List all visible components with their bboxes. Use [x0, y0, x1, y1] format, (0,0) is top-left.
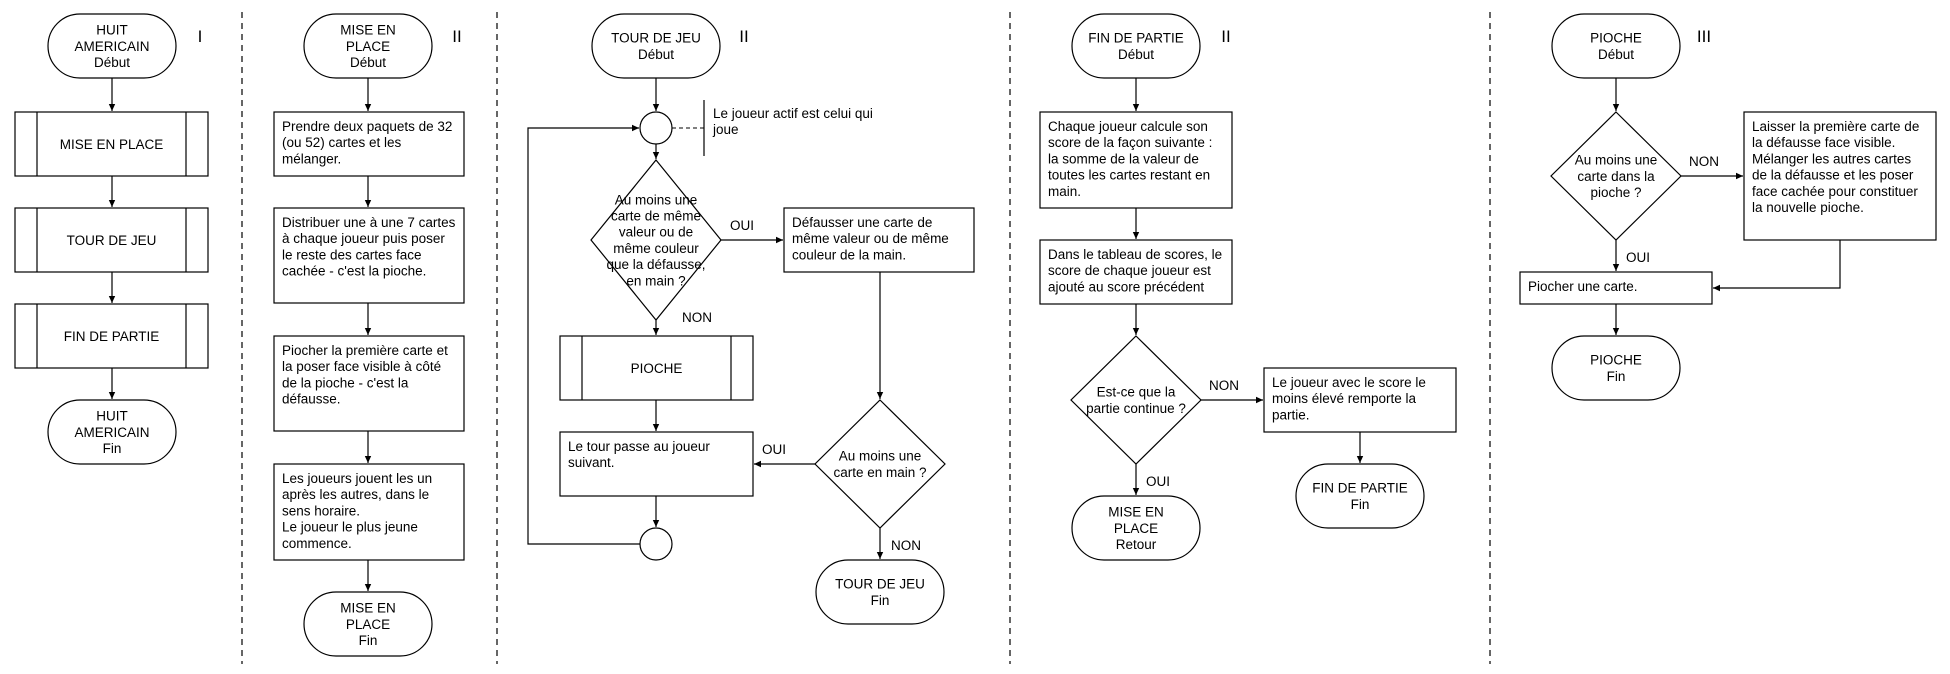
section-numeral: I	[198, 27, 203, 46]
loop-back-arrow	[527, 124, 640, 545]
section-numeral: II	[739, 27, 748, 46]
no-label: NON	[1689, 154, 1719, 169]
no-label: NON	[682, 310, 712, 325]
step-box	[559, 431, 754, 497]
start-terminal	[1071, 13, 1201, 79]
start-terminal	[1551, 13, 1681, 79]
section-numeral: II	[1221, 27, 1230, 46]
section-numeral: III	[1697, 27, 1711, 46]
end-terminal	[815, 559, 945, 625]
decision-continue	[1070, 335, 1202, 465]
process-mise-en-place-label: MISE EN PLACE	[60, 137, 164, 152]
no-label: NON	[891, 538, 921, 553]
process-pioche-label: PIOCHE	[631, 361, 683, 376]
step-box	[1743, 111, 1937, 241]
process-fin-de-partie-label: FIN DE PARTIE	[64, 329, 160, 344]
step-box	[273, 335, 465, 432]
decision-cards-in-hand	[814, 399, 946, 529]
process-fin-de-partie	[14, 303, 209, 369]
step-box	[1039, 239, 1233, 305]
step-box	[273, 111, 465, 177]
step-box	[273, 463, 465, 561]
start-terminal	[303, 13, 433, 79]
process-tour-de-jeu	[14, 207, 209, 273]
step-box	[1039, 111, 1233, 209]
return-terminal	[1071, 495, 1201, 561]
decision-cards-in-pile	[1550, 111, 1682, 241]
end-terminal	[47, 399, 177, 465]
yes-label: OUI	[762, 442, 786, 457]
yes-label: OUI	[730, 218, 754, 233]
step-box	[1263, 367, 1457, 433]
step-box-label: Piocher une carte.	[1528, 279, 1638, 294]
process-tour-de-jeu-label: TOUR DE JEU	[67, 233, 157, 248]
step-box	[783, 207, 975, 273]
start-terminal	[47, 13, 177, 79]
step-box	[273, 207, 465, 304]
flow-arrow	[1713, 240, 1841, 292]
end-terminal	[303, 591, 433, 657]
end-terminal	[1295, 463, 1425, 529]
loop-connector-top	[639, 111, 673, 145]
process-mise-en-place	[14, 111, 209, 177]
start-terminal	[591, 13, 721, 79]
process-pioche	[559, 335, 754, 401]
decision-same-card	[590, 159, 722, 321]
yes-label: OUI	[1146, 474, 1170, 489]
step-box	[1519, 271, 1713, 305]
no-label: NON	[1209, 378, 1239, 393]
loop-connector-bottom	[639, 527, 673, 561]
step-box-label: Prendre deux paquets de 32(ou 52) cartes…	[282, 119, 452, 166]
section-numeral: II	[452, 27, 461, 46]
yes-label: OUI	[1626, 250, 1650, 265]
end-terminal	[1551, 335, 1681, 401]
